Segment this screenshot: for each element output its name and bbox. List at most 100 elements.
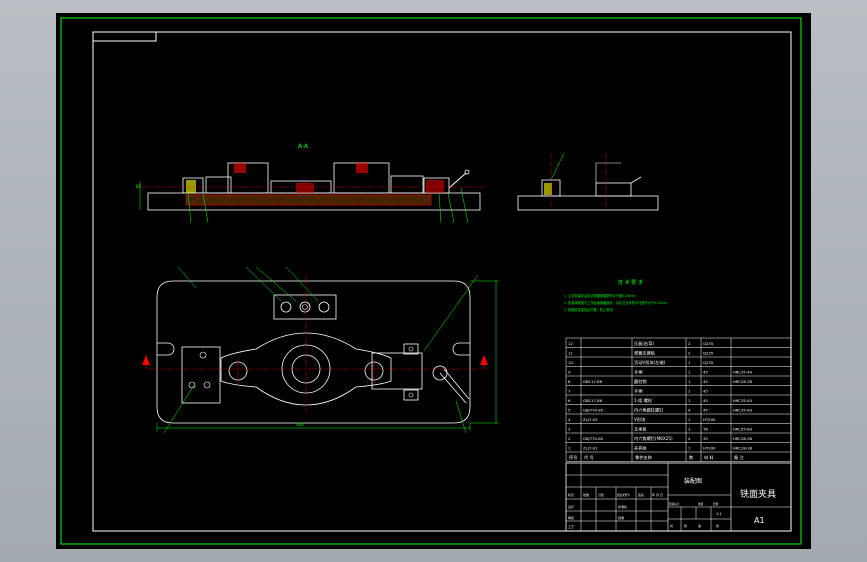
tb-std-weight: 重量 [698, 502, 704, 506]
table-cell-qty: 1 [688, 379, 691, 384]
table-cell-material: 45 [703, 389, 708, 394]
table-cell-name: 手柄 [634, 388, 642, 395]
table-cell-name: 内六角螺钉(M8X25) [634, 435, 673, 442]
table-cell-qty: 1 [688, 370, 691, 375]
table-cell-material: Q235 [703, 351, 714, 356]
table-cell-no: 11 [568, 351, 573, 356]
table-cell-material: 35 [703, 436, 708, 441]
table-cell-code: ZLJ7-03 [583, 417, 598, 422]
table-cell-material: 45 [703, 408, 708, 413]
plan-view: 300 [142, 266, 499, 434]
table-cell-code: GB/T70-85 [583, 408, 604, 413]
table-cell-no: 3 [568, 427, 571, 432]
tb-sheet-no: 第 [698, 523, 701, 528]
table-cell-material: Q235 [703, 360, 714, 365]
tb-std-approve: 批准 [618, 515, 624, 520]
table-cell-code: GB117-86 [583, 398, 603, 403]
table-cell-name: 内六角圆柱螺钉 [634, 407, 664, 414]
title-block: 装配图 铣面夹具 A1 1:1 标记 处数 分区 更改文件号 签名 年 月 日 … [565, 462, 792, 532]
table-cell-name: V形块 [634, 416, 646, 423]
table-cell-material: 45 [703, 379, 708, 384]
tb-label-change: 更改文件号 [617, 493, 630, 497]
tb-std-standardize: 标准化 [618, 504, 627, 509]
table-cell-code: GB117-86 [583, 379, 603, 384]
table-cell-name: 1-组 螺栓 [634, 397, 653, 404]
tech-line-1: 1. 工件安装好后应达到图纸要求的平行度0.05mm [564, 293, 636, 298]
sheet-size: A1 [754, 516, 765, 525]
svg-text:85: 85 [136, 184, 142, 189]
table-cell-no: 6 [568, 398, 571, 403]
table-header-code: 代 号 [584, 454, 594, 461]
tb-std-scale: 比例 [713, 502, 719, 506]
corner-stamp [92, 31, 157, 42]
table-cell-no: 10 [568, 360, 573, 365]
table-cell-name: 夹具体 [634, 445, 647, 452]
table-cell-material: HT200 [703, 446, 716, 451]
table-cell-note: HRC55-60 [733, 427, 753, 432]
table-header-material: 材 料 [704, 454, 715, 461]
table-cell-no: 5 [568, 408, 571, 413]
inner-frame [92, 31, 792, 532]
table-cell-qty: 4 [688, 436, 691, 441]
table-header-qty: 数 [689, 454, 694, 461]
table-header-no: 序号 [569, 454, 577, 461]
table-cell-material: T8 [702, 427, 708, 432]
table-cell-no: 12 [568, 341, 573, 346]
tb-sheet-no-unit: 张 [716, 523, 719, 528]
tech-line-2: 2. 夹具体底面与工作台面接触良好，对定位元件的平行度不大于0.02mm [564, 300, 667, 305]
table-cell-name: 活动V形块(左端) [634, 359, 666, 366]
tb-role-review: 审核 [568, 515, 574, 520]
assembly-drawing: A-A [60, 17, 802, 545]
table-cell-qty: 1 [688, 427, 691, 432]
table-cell-name: 圆柱销 [634, 378, 647, 385]
tb-std-stage: 阶段标记 [669, 502, 680, 506]
drawing-no: 装配图 [684, 477, 702, 485]
table-cell-material: Q235 [703, 341, 714, 346]
table-cell-qty: 2 [688, 351, 691, 356]
table-cell-material: HT200 [703, 417, 716, 422]
table-cell-name: 手柄 [634, 369, 642, 376]
drawing-canvas[interactable]: A-A [56, 13, 811, 549]
tb-sheet-total-unit: 张 [684, 523, 687, 528]
tb-role-design: 设计 [568, 504, 574, 509]
front-section-view: A-A [136, 143, 486, 224]
table-cell-code: GB/T70-85 [583, 436, 604, 441]
table-cell-code: ZLJ7-01 [583, 446, 598, 451]
table-cell-material: 45 [703, 370, 708, 375]
svg-text:300: 300 [296, 422, 304, 427]
tb-role-process: 工艺 [568, 524, 574, 529]
table-cell-qty: 4 [688, 408, 691, 413]
table-cell-qty: 1 [688, 398, 691, 403]
drawing-title: 铣面夹具 [740, 488, 776, 500]
table-cell-note: HRC28-38 [733, 436, 753, 441]
tb-label-mark: 标记 [568, 492, 574, 497]
table-cell-note: HRC35-40 [733, 408, 753, 413]
outer-frame [60, 17, 802, 545]
tb-label-count: 处数 [583, 492, 589, 497]
table-cell-no: 8 [568, 379, 571, 384]
table-cell-no: 7 [568, 389, 571, 394]
tb-label-sign: 签名 [638, 492, 644, 497]
table-header-note: 备 注 [734, 454, 745, 461]
tb-label-zone: 分区 [598, 492, 604, 497]
table-cell-note: HRC28-38 [733, 379, 753, 384]
table-cell-qty: 1 [688, 360, 691, 365]
tech-title: 技 术 要 求 [618, 279, 643, 286]
table-cell-qty: 2 [688, 341, 691, 346]
tech-requirements: 技 术 要 求 1. 工件安装好后应达到图纸要求的平行度0.05mm 2. 夹具… [564, 279, 667, 312]
table-cell-note: HRC28-38 [733, 446, 753, 451]
table-cell-no: 2 [568, 436, 571, 441]
table-cell-qty: 1 [688, 446, 691, 451]
table-cell-name: 弹簧支撑板 [634, 350, 656, 357]
table-cell-note: HRC35-40 [733, 370, 753, 375]
table-cell-no: 4 [568, 417, 571, 422]
table-cell-name: 压板(右弯) [634, 340, 654, 347]
table-cell-no: 9 [568, 370, 571, 375]
tb-label-date: 年 月 日 [652, 492, 663, 497]
table-cell-qty: 1 [688, 417, 691, 422]
tech-line-3: 3. 各螺纹连接处应拧紧，防止松动 [564, 307, 613, 312]
table-cell-name: 支承板 [634, 426, 647, 433]
table-cell-material: 45 [703, 398, 708, 403]
